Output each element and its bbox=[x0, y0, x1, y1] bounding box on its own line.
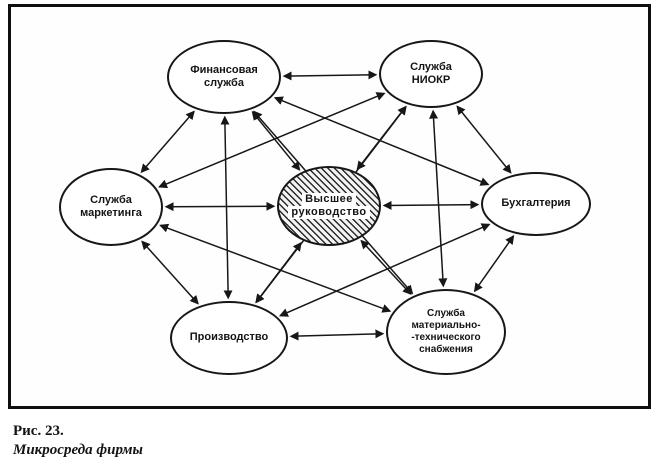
edge-accounting-production bbox=[278, 223, 491, 317]
edge-top-management-rnd bbox=[356, 105, 407, 171]
edge-accounting-supply bbox=[473, 234, 515, 293]
edge-rnd-supply bbox=[429, 109, 448, 288]
edge-finance-marketing bbox=[140, 110, 195, 174]
edge-marketing-production bbox=[141, 240, 199, 305]
edge-top-management-supply bbox=[360, 239, 412, 295]
edge-marketing-supply bbox=[159, 223, 392, 313]
edge-top-management-finance bbox=[251, 110, 301, 171]
edge-rnd-accounting bbox=[456, 105, 512, 174]
figure-caption-label: Рис. 23. bbox=[13, 423, 64, 439]
edge-top-management-accounting bbox=[382, 200, 480, 210]
edge-finance-production bbox=[220, 115, 233, 300]
figure-caption: Рис. 23. Микросреда фирмы bbox=[13, 423, 143, 459]
edge-rnd-marketing bbox=[158, 92, 386, 189]
edge-finance-rnd bbox=[282, 70, 378, 81]
figure-caption-title: Микросреда фирмы bbox=[13, 442, 143, 458]
edge-production-supply bbox=[289, 329, 385, 341]
edge-top-management-production bbox=[255, 241, 302, 304]
